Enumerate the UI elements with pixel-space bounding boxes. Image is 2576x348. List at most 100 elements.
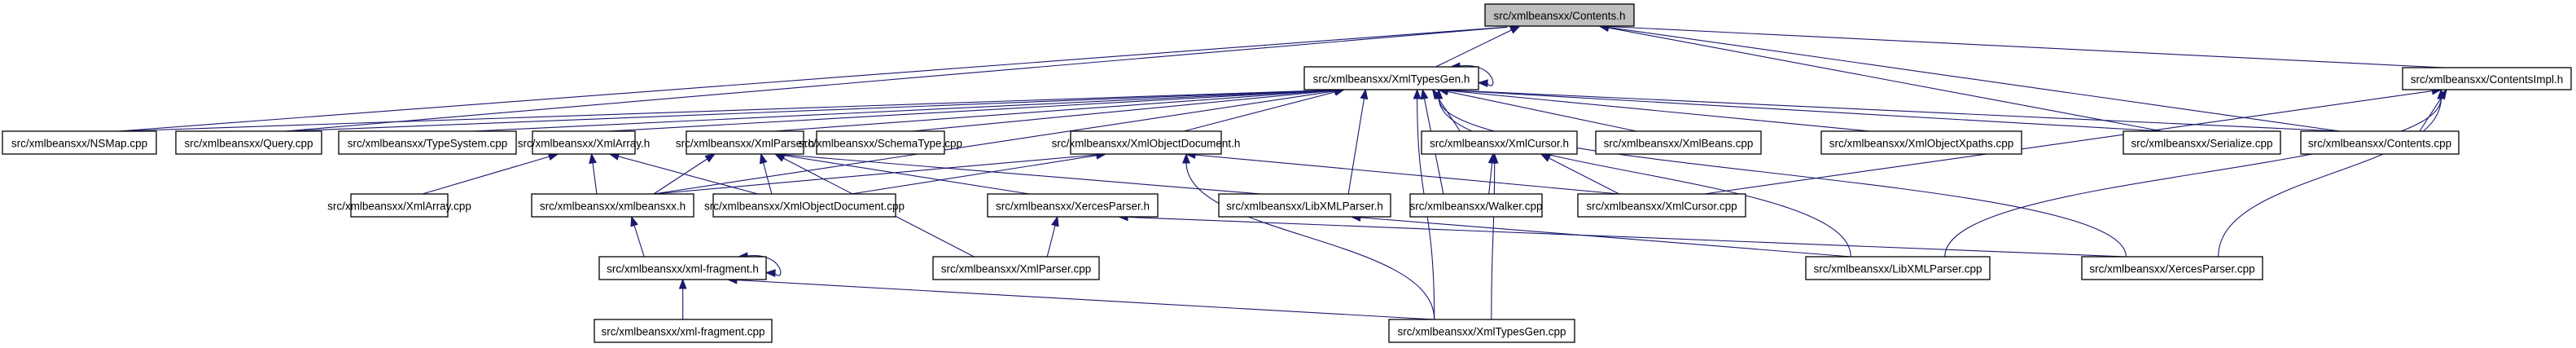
node-box[interactable] — [532, 130, 636, 155]
edge-xmlarray_cpp-to-xmlarray_h — [422, 152, 559, 195]
node-box[interactable] — [932, 256, 1100, 280]
node-box[interactable] — [1805, 256, 1991, 280]
node-box[interactable] — [987, 193, 1159, 218]
node-box[interactable] — [1070, 130, 1222, 155]
node-label: src/xmlbeansxx/Query.cpp — [184, 138, 313, 150]
node-box[interactable] — [1484, 3, 1635, 27]
edge-line — [1607, 25, 2445, 68]
graph-node-contents-h[interactable]: src/xmlbeansxx/Contents.h — [1484, 3, 1635, 27]
graph-node-walker-cpp[interactable]: src/xmlbeansxx/Walker.cpp — [1409, 193, 1543, 218]
node-box[interactable] — [1595, 130, 1762, 155]
graph-node-typesystem-cpp[interactable]: src/xmlbeansxx/TypeSystem.cpp — [338, 130, 517, 155]
graph-node-xmlcursor-h[interactable]: src/xmlbeansxx/XmlCursor.h — [1421, 130, 1578, 155]
edge-line — [912, 89, 1340, 132]
graph-node-xmlfragment-cpp[interactable]: src/xmlbeansxx/xml-fragment.cpp — [594, 319, 773, 343]
node-box[interactable] — [2402, 67, 2572, 90]
edge-line — [1448, 89, 2341, 132]
edge-arrowhead — [1420, 88, 1429, 100]
edge-line — [1605, 26, 2162, 132]
edge-arrowhead — [759, 152, 768, 165]
edge-line — [1435, 26, 1519, 68]
graph-node-xmlobjectxpaths-cpp[interactable]: src/xmlbeansxx/XmlObjectXpaths.cpp — [1820, 130, 2022, 155]
node-box[interactable] — [338, 130, 517, 155]
graph-node-xmlarray-h[interactable]: src/xmlbeansxx/XmlArray.h — [518, 130, 651, 155]
node-box[interactable] — [1409, 193, 1543, 218]
node-box[interactable] — [594, 319, 773, 343]
node-box[interactable] — [1218, 193, 1391, 218]
graph-node-xercesparser-h[interactable]: src/xmlbeansxx/XercesParser.h — [987, 193, 1159, 218]
edge-line — [2218, 97, 2442, 258]
graph-node-contents-cpp[interactable]: src/xmlbeansxx/Contents.cpp — [2300, 130, 2460, 155]
self-loop-arrowhead — [764, 269, 776, 278]
graph-node-xmltypesgen-h[interactable]: src/xmlbeansxx/XmlTypesGen.h — [1303, 66, 1479, 90]
edge-line — [1183, 89, 1343, 132]
edge-xmlcursor_cpp-to-xmlobjectdocument_h — [1185, 151, 1619, 195]
node-label: src/xmlbeansxx/XercesParser.h — [996, 200, 1150, 213]
node-label: src/xmlbeansxx/xmlbeansxx.h — [540, 200, 686, 213]
node-box[interactable] — [1303, 66, 1479, 90]
node-label: src/xmlbeansxx/Contents.cpp — [2308, 138, 2451, 150]
node-box[interactable] — [1820, 130, 2022, 155]
node-box[interactable] — [686, 130, 804, 155]
node-box[interactable] — [1388, 319, 1575, 343]
node-box[interactable] — [2, 130, 157, 155]
edge-line — [1704, 90, 2434, 195]
edge-line — [472, 89, 1336, 132]
edge-arrowhead — [630, 215, 638, 227]
edge-line — [1440, 89, 1637, 132]
graph-node-xmltypesgen-cpp[interactable]: src/xmlbeansxx/XmlTypesGen.cpp — [1388, 319, 1575, 343]
node-box[interactable] — [2300, 130, 2460, 155]
graph-node-xmlcursor-cpp[interactable]: src/xmlbeansxx/XmlCursor.cpp — [1577, 193, 1746, 218]
node-label: src/xmlbeansxx/XmlBeans.cpp — [1604, 138, 1754, 150]
edge-line — [1356, 216, 1851, 258]
edge-line — [1541, 154, 1620, 195]
edge-line — [118, 26, 1506, 132]
node-label: src/xmlbeansxx/Walker.cpp — [1409, 200, 1542, 213]
graph-node-xmlbeans-cpp[interactable]: src/xmlbeansxx/XmlBeans.cpp — [1595, 130, 1762, 155]
edge-xmltypesgen_cpp-to-xmlcursor_h — [1490, 152, 1499, 320]
node-label: src/xmlbeansxx/LibXMLParser.cpp — [1813, 263, 1982, 275]
node-box[interactable] — [598, 256, 767, 280]
node-box[interactable] — [816, 130, 945, 155]
node-box[interactable] — [1577, 193, 1746, 218]
graph-node-serialize-cpp[interactable]: src/xmlbeansxx/Serialize.cpp — [2123, 130, 2281, 155]
node-box[interactable] — [175, 130, 322, 155]
edge-xercesparser_cpp-to-xmltypesgen_h — [1435, 88, 2127, 258]
edge-arrowhead — [2437, 88, 2446, 99]
edge-xmlbeansxx_h-to-xmlobjectdocument_h — [653, 151, 1107, 195]
node-label: src/xmlbeansxx/XmlCursor.cpp — [1586, 200, 1737, 213]
node-box[interactable] — [350, 193, 449, 218]
graph-node-xmlfragment-h[interactable]: src/xmlbeansxx/xml-fragment.h — [598, 256, 767, 280]
edge-line — [1606, 26, 2341, 132]
graph-node-libxmlparser-cpp[interactable]: src/xmlbeansxx/LibXMLParser.cpp — [1805, 256, 1991, 280]
node-label: src/xmlbeansxx/Contents.h — [1493, 10, 1625, 22]
edge-line — [1491, 161, 1496, 320]
graph-node-contentsimpl-h[interactable]: src/xmlbeansxx/ContentsImpl.h — [2402, 67, 2572, 90]
edge-line — [285, 89, 1334, 132]
edge-contents_cpp-to-contents_h — [1598, 23, 2341, 132]
node-label: src/xmlbeansxx/XmlCursor.h — [1430, 138, 1569, 150]
graph-node-libxmlparser-h[interactable]: src/xmlbeansxx/LibXMLParser.h — [1218, 193, 1391, 218]
node-box[interactable] — [712, 193, 896, 218]
graph-node-schematype-cpp[interactable]: src/xmlbeansxx/SchemaType.cpp — [799, 130, 962, 155]
edge-line — [653, 153, 1102, 195]
edge-line — [734, 279, 1435, 320]
graph-node-xmlparser-cpp[interactable]: src/xmlbeansxx/XmlParser.cpp — [932, 256, 1100, 280]
edge-arrowhead — [704, 153, 716, 163]
node-box[interactable] — [531, 193, 694, 218]
graph-node-xmlobjectdocument-h[interactable]: src/xmlbeansxx/XmlObjectDocument.h — [1052, 130, 1241, 155]
node-label: src/xmlbeansxx/XmlTypesGen.cpp — [1397, 326, 1566, 338]
graph-node-nsmap-cpp[interactable]: src/xmlbeansxx/NSMap.cpp — [2, 130, 157, 155]
node-box[interactable] — [2123, 130, 2281, 155]
node-label: src/xmlbeansxx/LibXMLParser.h — [1226, 200, 1383, 213]
node-box[interactable] — [2081, 256, 2263, 280]
graph-node-query-cpp[interactable]: src/xmlbeansxx/Query.cpp — [175, 130, 322, 155]
graph-node-xmlarray-cpp[interactable]: src/xmlbeansxx/XmlArray.cpp — [327, 193, 471, 218]
node-box[interactable] — [1421, 130, 1578, 155]
graph-node-xmlparser-h[interactable]: src/xmlbeansxx/XmlParser.h — [676, 130, 814, 155]
graph-node-xercesparser-cpp[interactable]: src/xmlbeansxx/XercesParser.cpp — [2081, 256, 2263, 280]
edge-line — [1185, 161, 1435, 320]
graph-node-xmlobjectdocument-cpp[interactable]: src/xmlbeansxx/XmlObjectDocument.cpp — [704, 193, 905, 218]
edge-xmltypesgen_cpp-to-xmlobjectdocument_h — [1182, 152, 1435, 320]
graph-node-xmlbeansxx-h[interactable]: src/xmlbeansxx/xmlbeansxx.h — [531, 193, 694, 218]
